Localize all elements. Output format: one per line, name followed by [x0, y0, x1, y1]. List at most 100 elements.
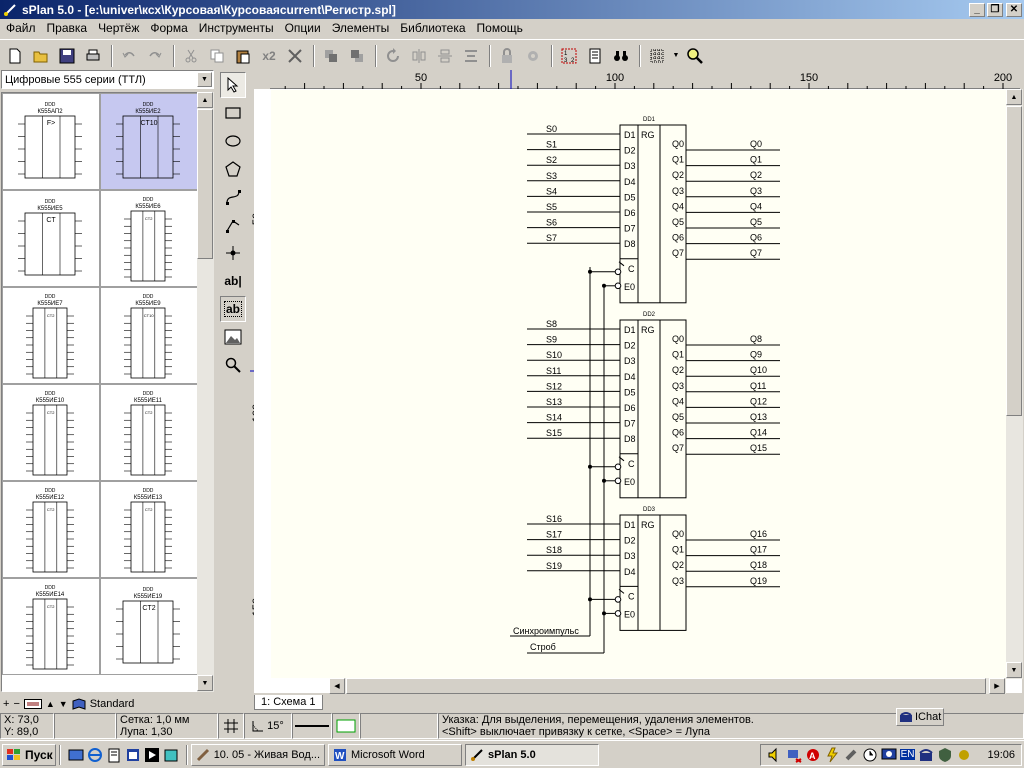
- scroll-up-icon[interactable]: ▲: [197, 92, 213, 108]
- cut-button[interactable]: [179, 44, 203, 68]
- line-width-selector[interactable]: [292, 713, 332, 739]
- task-splan[interactable]: sPlan 5.0: [465, 743, 599, 766]
- group-button[interactable]: [521, 44, 545, 68]
- library-select[interactable]: Цифровые 555 серии (ТТЛ) ▼: [1, 70, 214, 89]
- fill-color-selector[interactable]: [332, 713, 360, 739]
- scroll-down-icon[interactable]: ▼: [1006, 662, 1022, 678]
- remove-icon[interactable]: −: [13, 698, 20, 710]
- canvas-vertical-scrollbar[interactable]: ▲ ▼: [1006, 89, 1023, 679]
- rotate-button[interactable]: [381, 44, 405, 68]
- start-button[interactable]: Пуск: [2, 743, 56, 766]
- app-window-icon[interactable]: [125, 747, 141, 763]
- next-icon[interactable]: ▼: [58, 699, 68, 709]
- open-file-button[interactable]: [29, 44, 53, 68]
- multiply-button[interactable]: x2: [257, 44, 281, 68]
- scroll-thumb[interactable]: [197, 109, 213, 259]
- media-player-icon[interactable]: [144, 747, 160, 763]
- scroll-thumb[interactable]: [346, 678, 986, 694]
- text-tool[interactable]: ab|: [220, 268, 246, 294]
- menu-file[interactable]: Файл: [6, 21, 36, 35]
- grid-dropdown-button[interactable]: ▼: [671, 44, 681, 68]
- image-tool[interactable]: [220, 324, 246, 350]
- menu-elements[interactable]: Элементы: [331, 21, 390, 35]
- align-button[interactable]: [459, 44, 483, 68]
- line-tool[interactable]: [220, 212, 246, 238]
- language-indicator[interactable]: EN: [899, 749, 916, 760]
- monitor-icon[interactable]: [881, 747, 897, 763]
- prev-icon[interactable]: ▲: [45, 699, 55, 709]
- usb-device-icon[interactable]: [843, 747, 859, 763]
- menu-help[interactable]: Помощь: [476, 21, 523, 35]
- tab-sheet-1[interactable]: 1: Схема 1: [254, 695, 323, 710]
- library-page-icon[interactable]: [23, 699, 42, 709]
- show-desktop-icon[interactable]: [68, 747, 84, 763]
- notepad-icon[interactable]: [106, 747, 122, 763]
- angle-snap[interactable]: 15°: [244, 713, 292, 739]
- network-icon[interactable]: [786, 747, 802, 763]
- redo-button[interactable]: [143, 44, 167, 68]
- menu-library[interactable]: Библиотека: [400, 21, 466, 35]
- menu-form[interactable]: Форма: [150, 21, 188, 35]
- zoom-tool[interactable]: [220, 352, 246, 378]
- find-button[interactable]: [609, 44, 633, 68]
- scroll-right-icon[interactable]: ▶: [989, 678, 1005, 694]
- internet-explorer-icon[interactable]: [87, 747, 103, 763]
- canvas-horizontal-scrollbar[interactable]: ◀ ▶: [329, 678, 1006, 694]
- textbox-tool[interactable]: ab: [220, 296, 246, 322]
- minimize-button[interactable]: _: [969, 2, 985, 17]
- phone-icon[interactable]: [918, 747, 934, 763]
- parts-list-button[interactable]: [583, 44, 607, 68]
- shield-icon[interactable]: [937, 747, 953, 763]
- ellipse-tool[interactable]: [220, 128, 246, 154]
- polygon-tool[interactable]: [220, 156, 246, 182]
- power-icon[interactable]: [824, 747, 840, 763]
- antivirus-icon[interactable]: A: [805, 747, 821, 763]
- splan-app-icon[interactable]: [3, 3, 17, 17]
- pointer-tool[interactable]: [220, 72, 246, 98]
- menu-drawing[interactable]: Чертёж: [98, 21, 140, 35]
- send-back-button[interactable]: [345, 44, 369, 68]
- junction-tool[interactable]: [220, 240, 246, 266]
- print-button[interactable]: [81, 44, 105, 68]
- undo-button[interactable]: [117, 44, 141, 68]
- scroll-thumb[interactable]: [1006, 106, 1022, 416]
- menu-edit[interactable]: Правка: [46, 21, 88, 35]
- speaker-icon[interactable]: [767, 747, 783, 763]
- menu-tools[interactable]: Инструменты: [198, 21, 274, 35]
- restore-button[interactable]: ❐: [987, 2, 1003, 17]
- scroll-up-icon[interactable]: ▲: [1006, 89, 1022, 105]
- mirror-v-button[interactable]: [433, 44, 457, 68]
- ichat-button[interactable]: IChat: [896, 708, 944, 726]
- bezier-tool[interactable]: [220, 184, 246, 210]
- task-media-player[interactable]: 10. 05 - Живая Вод...: [191, 743, 325, 766]
- lock-button[interactable]: [495, 44, 519, 68]
- gear-tray-icon[interactable]: [956, 747, 972, 763]
- clipboard-app-icon[interactable]: [163, 747, 179, 763]
- menu-options[interactable]: Опции: [284, 21, 321, 35]
- new-file-button[interactable]: [3, 44, 27, 68]
- mirror-h-button[interactable]: [407, 44, 431, 68]
- close-button[interactable]: ✕: [1006, 2, 1022, 17]
- task-microsoft-word[interactable]: W Microsoft Word: [328, 743, 462, 766]
- add-icon[interactable]: +: [3, 698, 10, 710]
- grid-toggle[interactable]: [218, 713, 244, 739]
- clock-app-icon[interactable]: [862, 747, 878, 763]
- scroll-down-icon[interactable]: ▼: [197, 675, 213, 691]
- scroll-left-icon[interactable]: ◀: [329, 678, 345, 694]
- copy-button[interactable]: [205, 44, 229, 68]
- save-button[interactable]: [55, 44, 79, 68]
